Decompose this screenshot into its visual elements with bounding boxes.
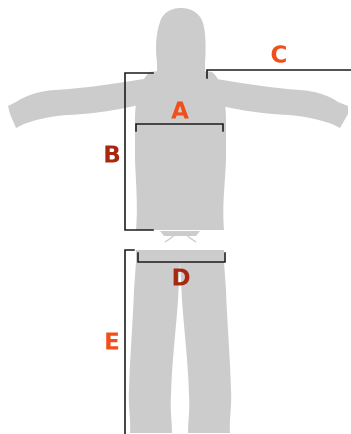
right-sleeve-shape [210,78,348,128]
label-b: B [103,143,121,169]
hem-cinch-shape [160,231,200,236]
label-a: A [171,99,189,125]
right-leg-shape [180,262,232,433]
pants-silhouette [128,250,232,433]
measure-line-b [124,72,154,231]
measurement-lines [124,69,351,434]
measure-line-c [206,69,351,79]
left-leg-shape [128,262,180,433]
measure-line-a [135,123,224,132]
waistband-shape [136,250,224,262]
torso-shape [135,70,226,230]
label-e: E [104,330,120,356]
measure-line-d [137,252,226,263]
measure-line-e [124,249,135,434]
jacket-silhouette [8,8,348,236]
left-sleeve-shape [8,78,150,128]
drawcord [164,233,197,243]
label-c: C [271,43,288,69]
label-d: D [171,266,190,292]
hood-shape [156,8,206,76]
